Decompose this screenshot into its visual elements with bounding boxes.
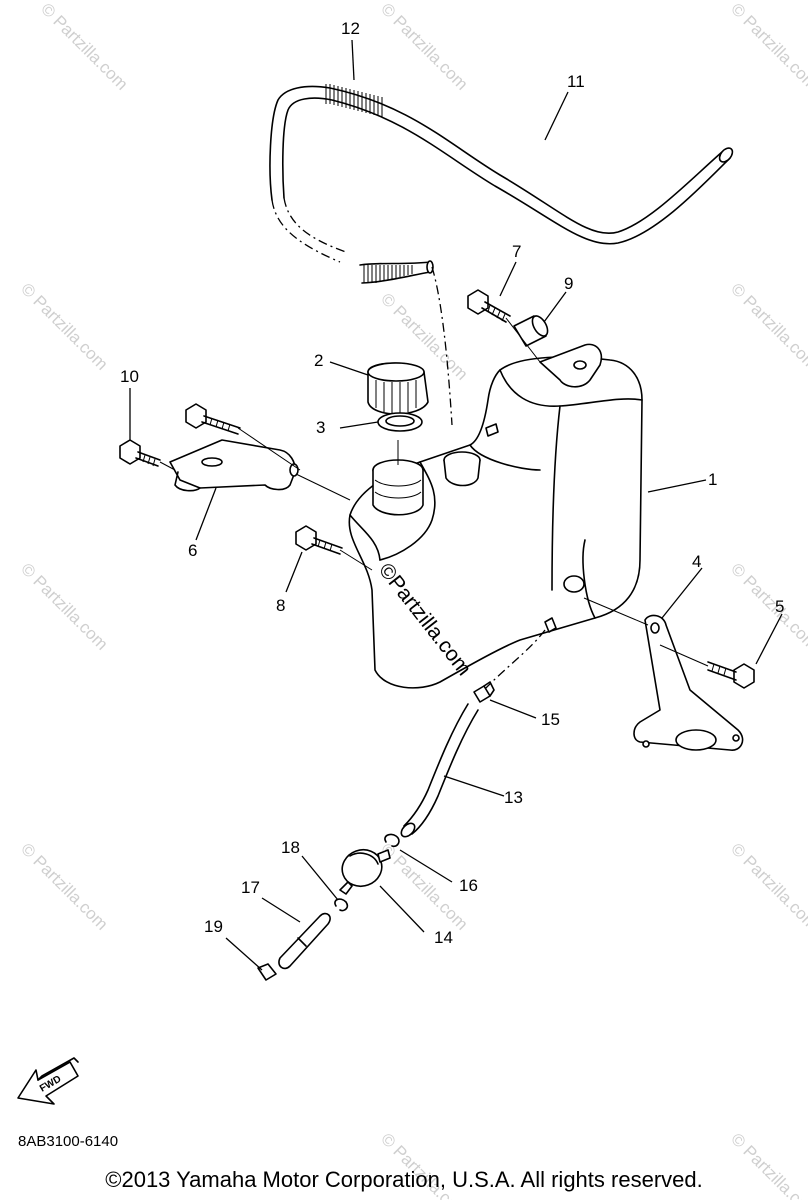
callout-9: 9 xyxy=(564,274,573,293)
callout-6: 6 xyxy=(188,541,197,560)
callout-2: 2 xyxy=(314,351,323,370)
watermark: © Partzilla.com xyxy=(17,279,111,373)
hose-clip-16 xyxy=(384,833,400,848)
watermark: © Partzilla.com xyxy=(37,0,131,94)
callout-14: 14 xyxy=(434,928,453,947)
callout-11: 11 xyxy=(567,72,585,91)
watermark: © Partzilla.com xyxy=(727,279,808,373)
callout-16: 16 xyxy=(459,876,478,895)
callout-13: 13 xyxy=(504,788,523,807)
bolt-8 xyxy=(295,525,343,555)
watermark: © Partzilla.com xyxy=(727,839,808,933)
callout-7: 7 xyxy=(512,242,521,261)
watermark: © Partzilla.com xyxy=(17,839,111,933)
callout-12: 12 xyxy=(341,19,360,38)
diagram-code: 8AB3100-6140 xyxy=(18,1133,119,1150)
bolt-10-nut xyxy=(119,439,161,467)
lower-hose xyxy=(400,703,479,838)
callout-10: 10 xyxy=(120,367,139,386)
vent-hose xyxy=(269,84,734,426)
callout-3: 3 xyxy=(316,418,325,437)
watermark: © Partzilla.com xyxy=(377,839,471,933)
hose-clip-15 xyxy=(473,681,495,703)
watermark: © Partzilla.com xyxy=(727,0,808,94)
right-bracket xyxy=(633,614,744,751)
leader-lines xyxy=(129,39,783,971)
callout-1: 1 xyxy=(708,470,717,489)
callout-18: 18 xyxy=(281,838,300,857)
pipe-17 xyxy=(278,912,331,970)
watermark: © Partzilla.com xyxy=(377,0,471,94)
oil-tank-cap xyxy=(367,362,429,415)
assembly-lines xyxy=(159,317,709,691)
bolt-upper-left xyxy=(185,403,241,435)
callout-17: 17 xyxy=(241,878,260,897)
watermark: © Partzilla.com xyxy=(727,559,808,653)
bolt-7 xyxy=(467,289,511,323)
check-valve-14 xyxy=(339,848,391,895)
callout-5: 5 xyxy=(775,597,784,616)
cap-gasket xyxy=(377,412,423,432)
clip-19 xyxy=(257,963,277,981)
left-bracket xyxy=(169,439,299,492)
fwd-arrow-icon: FWD xyxy=(17,1057,79,1105)
oil-tank xyxy=(348,343,643,689)
bolt-5 xyxy=(707,661,755,689)
clip-18 xyxy=(334,898,349,912)
callout-8: 8 xyxy=(276,596,285,615)
copyright-notice: ©2013 Yamaha Motor Corporation, U.S.A. A… xyxy=(105,1167,703,1192)
watermark: © Partzilla.com xyxy=(17,559,111,653)
callout-19: 19 xyxy=(204,917,223,936)
collar-9 xyxy=(513,315,549,347)
callout-4: 4 xyxy=(692,552,701,571)
callout-15: 15 xyxy=(541,710,560,729)
callout-labels: 1 2 3 4 5 6 7 8 9 10 11 12 13 14 15 16 1… xyxy=(120,19,784,947)
